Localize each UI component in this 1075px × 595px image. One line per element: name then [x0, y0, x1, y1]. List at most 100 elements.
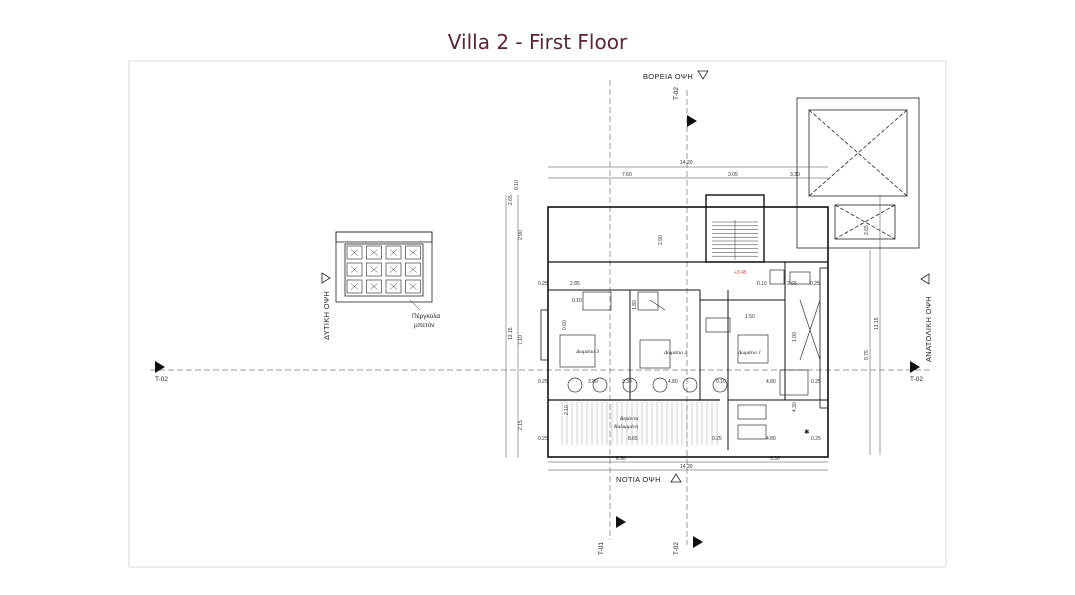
room-label-bedroom-1: Δωμάτιο 1: [737, 350, 761, 356]
section-label-left: T-02: [155, 376, 168, 383]
dim-left-a: 2.90: [518, 230, 524, 240]
pergola-note-line1: Πέργκολα: [412, 312, 440, 320]
section-arrow-bottom-t02: [693, 536, 703, 548]
dim-right-total: 13.15: [874, 317, 880, 330]
dim-top-small-a: 2.65: [508, 195, 514, 205]
room-label-veranda-covered: Καλυμμένη: [613, 424, 638, 430]
section-lines: [150, 80, 930, 545]
section-label-bottom-t01: T-01: [598, 542, 605, 555]
dim-inner-100: 1.00: [792, 332, 798, 342]
pergola-cell-cross: [350, 283, 359, 290]
pergola-cell-cross: [370, 283, 378, 290]
pergola-cell: [346, 245, 363, 260]
section-markers: [155, 115, 920, 548]
pergola-cell: [405, 262, 421, 277]
dim-top-small-b: 0.10: [514, 180, 520, 190]
veranda-floor: [561, 402, 718, 445]
room-label-veranda: Βεράντα: [620, 416, 638, 422]
pergola-cell: [346, 262, 363, 277]
pergola-cell-cross: [389, 266, 398, 273]
dim-inner-010b: 0.10: [757, 281, 767, 287]
pergola-note-line2: μπετόν: [414, 321, 435, 329]
pergola-cell: [405, 245, 421, 260]
dim-inner-025b: 0.25: [538, 379, 548, 385]
dim-right-a: 9.75: [864, 350, 870, 360]
pergola-cell-cross: [350, 249, 359, 256]
furniture: [559, 269, 821, 440]
elevation-label-north: ΒΟΡΕΙΑ ΟΨΗ: [643, 72, 693, 81]
section-arrow-left: [155, 361, 165, 373]
elevation-triangle-north: [697, 70, 709, 80]
pergola-cell-cross: [389, 249, 398, 256]
dim-top-b: 3.05: [728, 172, 738, 178]
pergola-cell: [366, 279, 382, 294]
elevation-triangle-west: [321, 272, 331, 284]
elevation-triangle-east: [920, 273, 930, 285]
pergola-cell: [385, 245, 402, 260]
dim-inner-865: 8.65: [628, 436, 638, 442]
section-arrow-top: [687, 115, 697, 127]
pergola-cell-cross: [350, 266, 359, 273]
pergola-cell-cross: [370, 266, 378, 273]
dim-inner-025g: 0.25: [811, 436, 821, 442]
pergola-cell: [385, 262, 402, 277]
sheet-frame: [128, 60, 947, 568]
pergola-cell-cross: [409, 283, 417, 290]
room-label-bedroom-3: Δωμάτιο 3: [575, 349, 599, 355]
dim-bottom-total: 14.20: [680, 464, 693, 470]
dim-inner-025d: 0.25: [810, 281, 820, 287]
dim-inner-285: 2.85: [570, 281, 580, 287]
dim-inner-380: 3.80: [588, 379, 598, 385]
dim-top-c: 3.30: [790, 172, 800, 178]
dim-inner-025a: 0.25: [538, 281, 548, 287]
dim-inner-480c: 4.80: [766, 436, 776, 442]
page-title: Villa 2 - First Floor: [447, 30, 628, 54]
pergola-cell: [346, 279, 363, 294]
pergola-cell-cross: [409, 249, 417, 256]
dim-inner-290: 2.90: [658, 235, 664, 245]
dim-inner-010c: 0.10: [716, 379, 726, 385]
dim-inner-025c: 0.25: [538, 436, 548, 442]
pergola-cell: [405, 279, 421, 294]
dim-inner-150: 1.50: [745, 314, 755, 320]
elevation-label-west: ΔΥΤΙΚΗ ΟΨΗ: [322, 291, 331, 340]
dim-inner-265: 2.65: [787, 281, 797, 287]
room-label-bedroom-2: Δωμάτιο 2: [663, 350, 687, 356]
dim-inner-430: 4.30: [792, 402, 798, 412]
dim-left-c: 2.15: [518, 420, 524, 430]
building-walls: [540, 194, 829, 458]
dim-inner-180: 1.80: [632, 300, 638, 310]
section-label-right: T-02: [910, 376, 923, 383]
pergola-cell-cross: [370, 249, 378, 256]
dim-inner-010a: 0.10: [572, 298, 582, 304]
elevation-label-east: ΑΝΑΤΟΛΙΚΗ ΟΨΗ: [924, 296, 933, 362]
dim-right-small: 2.65: [864, 225, 870, 235]
asterisk-marker: ✱: [804, 428, 810, 436]
dim-bottom-a: 8.90: [616, 456, 626, 462]
dim-inner-025e: 0.25: [712, 436, 722, 442]
dim-bottom-b: 5.30: [770, 456, 780, 462]
dim-inner-330: 3.30: [622, 379, 632, 385]
dim-inner-210: 2.10: [564, 405, 570, 415]
pergola: [335, 231, 433, 303]
pergola-leader: [409, 299, 421, 311]
dim-inner-060: 0.60: [562, 320, 568, 330]
staircase: [712, 220, 758, 260]
pergola-cell: [366, 262, 382, 277]
pergola-grid: [346, 245, 421, 294]
dim-inner-480a: 4.80: [668, 379, 678, 385]
section-label-bottom-t02: T-02: [673, 542, 680, 555]
section-arrow-bottom-t01: [616, 516, 626, 528]
section-label-top: T-02: [673, 87, 680, 100]
level-mark: +3.45: [734, 270, 747, 276]
elevation-label-south: ΝΟΤΙΑ ΟΨΗ: [616, 475, 661, 484]
elevation-triangle-south: [670, 473, 682, 483]
dim-top-total: 14.20: [680, 160, 693, 166]
pergola-cell-cross: [389, 283, 398, 290]
dim-left-b: 7.10: [518, 335, 524, 345]
pergola-cell-cross: [409, 266, 417, 273]
dim-left-total: 13.15: [508, 327, 514, 340]
dim-inner-480b: 4.80: [766, 379, 776, 385]
roof-terrace: [796, 97, 920, 249]
